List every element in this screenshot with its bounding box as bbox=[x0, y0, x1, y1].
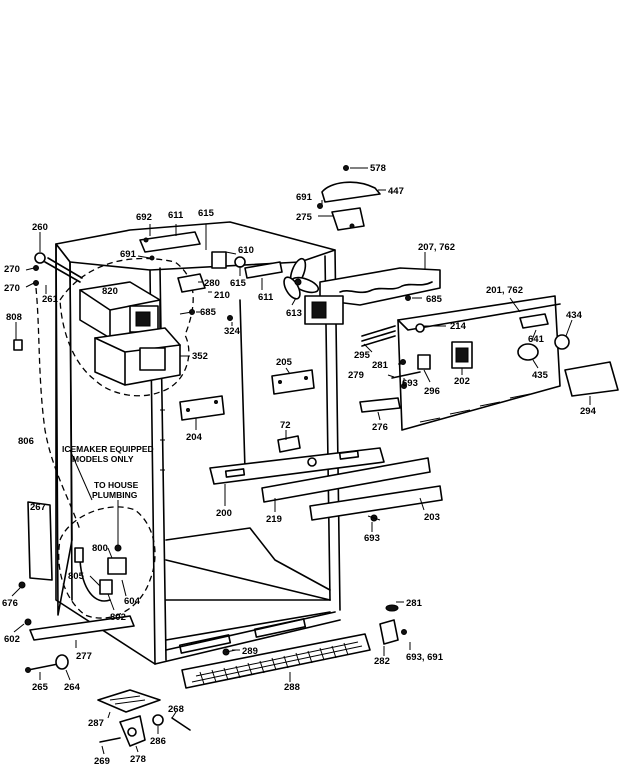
callout-264: 264 bbox=[64, 682, 81, 693]
callout-806: 806 bbox=[18, 436, 34, 447]
callout-268: 268 bbox=[168, 704, 184, 715]
callout-602: 602 bbox=[4, 634, 20, 645]
callout-214: 214 bbox=[450, 321, 467, 332]
water-valve-area bbox=[13, 339, 156, 619]
callout-805: 805 bbox=[68, 571, 85, 582]
callout-270: 270 bbox=[4, 264, 20, 275]
callout-611: 611 bbox=[168, 210, 184, 221]
callout-295: 295 bbox=[354, 350, 371, 361]
callout-296: 296 bbox=[424, 386, 440, 397]
callout-288: 288 bbox=[284, 682, 300, 693]
callout-685: 685 bbox=[200, 307, 217, 318]
callout-201: 201, 762 bbox=[486, 285, 523, 296]
icemaker-note-line1: ICEMAKER EQUIPPED bbox=[62, 444, 154, 454]
callout-279: 279 bbox=[348, 370, 364, 381]
fan-blade bbox=[283, 257, 320, 300]
callout-820: 820 bbox=[102, 286, 118, 297]
callout-808: 808 bbox=[6, 312, 22, 323]
cabinet-body bbox=[55, 221, 341, 665]
callout-289: 289 bbox=[242, 646, 258, 657]
callout-676: 676 bbox=[2, 598, 18, 609]
callout-207: 207, 762 bbox=[418, 242, 455, 253]
callout-287: 287 bbox=[88, 718, 104, 729]
callout-447: 447 bbox=[388, 186, 404, 197]
callout-294: 294 bbox=[580, 406, 597, 417]
control-housing bbox=[304, 267, 619, 431]
callout-435: 435 bbox=[532, 370, 549, 381]
interior-parts bbox=[179, 369, 443, 522]
callout-692: 692 bbox=[136, 212, 152, 223]
callout-200: 200 bbox=[216, 508, 232, 519]
callout-219: 219 bbox=[266, 514, 282, 525]
callout-205: 205 bbox=[276, 357, 293, 368]
callout-282: 282 bbox=[374, 656, 390, 667]
callout-269: 269 bbox=[94, 756, 110, 767]
callout-693: 693 bbox=[402, 378, 418, 389]
icemaker-assembly bbox=[33, 252, 194, 531]
callout-691: 691 bbox=[296, 192, 313, 203]
evaporator-fan-area bbox=[139, 231, 320, 321]
callout-434: 434 bbox=[566, 310, 583, 321]
callout-615: 615 bbox=[230, 278, 247, 289]
callout-280: 280 bbox=[204, 278, 220, 289]
callout-685: 685 bbox=[426, 294, 443, 305]
callout-275: 275 bbox=[296, 212, 313, 223]
leader-lines bbox=[11, 167, 591, 755]
callout-578: 578 bbox=[370, 163, 386, 174]
callout-labels: 578 447 691 275 692 611 615 691 610 615 … bbox=[2, 163, 597, 767]
callout-610: 610 bbox=[238, 245, 254, 256]
callout-691: 691 bbox=[120, 249, 137, 260]
callout-281: 281 bbox=[372, 360, 389, 371]
callout-265: 265 bbox=[32, 682, 49, 693]
notes: ICEMAKER EQUIPPED MODELS ONLY TO HOUSE P… bbox=[62, 444, 154, 500]
callout-800: 800 bbox=[92, 543, 108, 554]
callout-261: 261 bbox=[42, 294, 59, 305]
callout-202: 202 bbox=[454, 376, 470, 387]
callout-204: 204 bbox=[186, 432, 203, 443]
callout-281: 281 bbox=[406, 598, 423, 609]
callout-802: 802 bbox=[110, 612, 126, 623]
icemaker-note-line2: MODELS ONLY bbox=[72, 454, 134, 464]
callout-270: 270 bbox=[4, 283, 20, 294]
callout-324: 324 bbox=[224, 326, 241, 337]
callout-260: 260 bbox=[32, 222, 48, 233]
callout-611: 611 bbox=[258, 292, 274, 303]
top-cover-assembly bbox=[317, 165, 381, 231]
callout-615: 615 bbox=[198, 208, 215, 219]
callout-693: 693 bbox=[364, 533, 380, 544]
bottom-parts bbox=[24, 604, 407, 747]
plumbing-note-line2: PLUMBING bbox=[92, 490, 138, 500]
plumbing-note-line1: TO HOUSE bbox=[94, 480, 139, 490]
grille-slots bbox=[199, 642, 349, 685]
callout-641: 641 bbox=[528, 334, 545, 345]
callout-203: 203 bbox=[424, 512, 440, 523]
callout-210: 210 bbox=[214, 290, 230, 301]
callout-604: 604 bbox=[124, 596, 141, 607]
callout-286: 286 bbox=[150, 736, 166, 747]
callout-278: 278 bbox=[130, 754, 146, 765]
callout-693: 693, 691 bbox=[406, 652, 444, 663]
callout-276: 276 bbox=[372, 422, 388, 433]
callout-267: 267 bbox=[30, 502, 46, 513]
callout-613: 613 bbox=[286, 308, 302, 319]
callout-352: 352 bbox=[192, 351, 208, 362]
callout-277: 277 bbox=[76, 651, 92, 662]
callout-72: 72 bbox=[280, 420, 291, 431]
